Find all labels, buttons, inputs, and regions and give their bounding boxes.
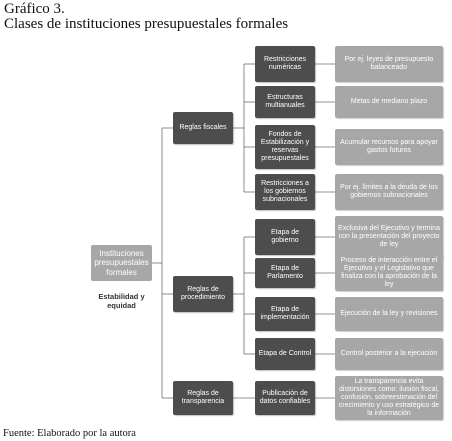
group-reglas-fiscales: Reglas fiscales — [173, 112, 233, 144]
chart-title: Gráfico 3. — [4, 1, 65, 17]
detail-estructuras-multianuales: Metas de mediano plazo — [335, 86, 443, 118]
root-note: Estabilidad y equidad — [98, 292, 145, 310]
child-etapa-gobierno: Etapa de gobierno — [255, 219, 315, 255]
child-restricciones-numericas: Restricciones numéricas — [255, 46, 315, 82]
detail-publicacion-datos: La transparencia evita distorsiones como… — [335, 376, 443, 420]
child-restricciones-subnacionales: Restricciones a los gobiernos subnaciona… — [255, 174, 315, 210]
child-estructuras-multianuales: Estructuras multianuales — [255, 86, 315, 118]
child-etapa-parlamento: Etapa de Parlamento — [255, 258, 315, 288]
detail-etapa-parlamento: Proceso de interacción entre el Ejecutiv… — [335, 255, 443, 291]
child-fondos-estabilizacion: Fondos de Estabilización y reservas pres… — [255, 125, 315, 169]
detail-etapa-gobierno: Exclusiva del Ejecutivo y termina con la… — [335, 216, 443, 258]
child-etapa-control: Etapa de Control — [255, 338, 315, 370]
detail-etapa-control: Control posterior a la ejecución — [335, 338, 443, 370]
detail-restricciones-subnacionales: Por ej. límites a la deuda de los gobier… — [335, 174, 443, 210]
root-node: Instituciones presupuestales formales — [91, 245, 152, 281]
group-reglas-transparencia: Reglas de transparencia — [173, 381, 233, 415]
source-note: Fuente: Elaborado por la autora — [3, 428, 136, 439]
group-reglas-procedimiento: Reglas de procedimiento — [173, 276, 233, 312]
detail-restricciones-numericas: Por ej. leyes de presupuesto balanceado — [335, 46, 443, 82]
child-etapa-implementacion: Etapa de implementación — [255, 297, 315, 331]
detail-fondos-estabilizacion: Acumular recursos para apoyar gastos fut… — [335, 129, 443, 165]
chart-subtitle: Clases de instituciones presupuestales f… — [4, 16, 289, 32]
detail-etapa-implementacion: Ejecución de la ley y revisiones — [335, 297, 443, 331]
child-publicacion-datos: Publicación de datos confiables — [255, 381, 315, 415]
